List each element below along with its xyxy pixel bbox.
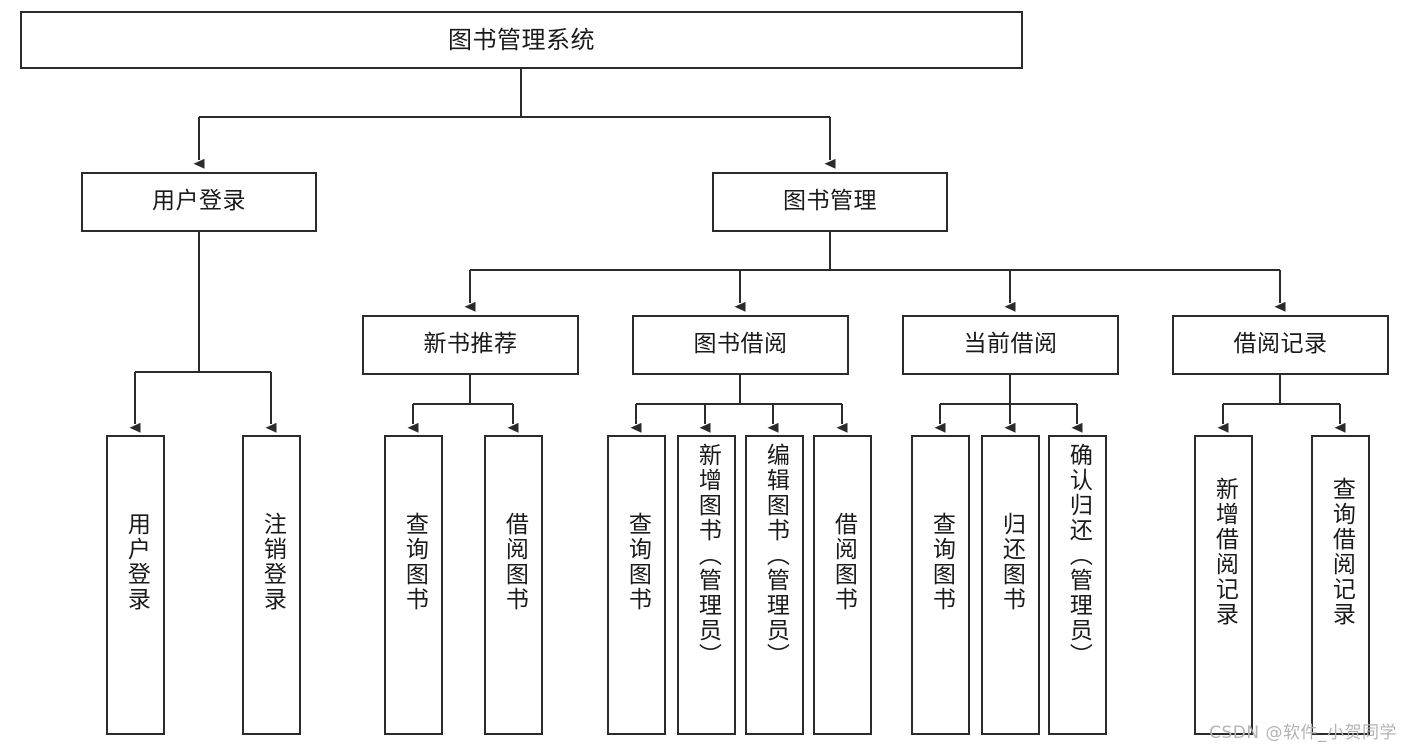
node-label: 图书管理系统 xyxy=(448,25,595,54)
node-label: 确认归还（管理员） xyxy=(1065,443,1092,668)
leaf-new-book-borrow-book[interactable]: 借阅图书 xyxy=(484,435,543,735)
leaf-current-borrow-confirm-return-admin[interactable]: 确认归还（管理员） xyxy=(1048,435,1107,735)
csdn-watermark: CSDN @软件_小贺同学 xyxy=(1209,723,1397,743)
node-label: 注销登录 xyxy=(259,512,286,612)
node-new-book-recommend[interactable]: 新书推荐 xyxy=(362,315,579,375)
node-label: 查询图书 xyxy=(624,512,651,612)
leaf-current-borrow-query-book[interactable]: 查询图书 xyxy=(911,435,970,735)
leaf-new-book-query-book[interactable]: 查询图书 xyxy=(384,435,443,735)
node-book-management[interactable]: 图书管理 xyxy=(712,172,948,232)
leaf-current-borrow-return-book[interactable]: 归还图书 xyxy=(981,435,1040,735)
leaf-book-borrow-borrow-book[interactable]: 借阅图书 xyxy=(813,435,872,735)
leaf-book-borrow-edit-book-admin[interactable]: 编辑图书（管理员） xyxy=(745,435,804,735)
node-label: 图书管理 xyxy=(783,188,877,215)
node-label: 归还图书 xyxy=(998,512,1025,612)
leaf-borrow-record-query-record[interactable]: 查询借阅记录 xyxy=(1311,435,1370,735)
node-label: 图书借阅 xyxy=(693,331,788,358)
node-label: 查询图书 xyxy=(928,512,955,612)
node-current-borrow[interactable]: 当前借阅 xyxy=(902,315,1119,375)
node-label: 编辑图书（管理员） xyxy=(762,443,789,668)
node-borrow-record[interactable]: 借阅记录 xyxy=(1172,315,1389,375)
node-label: 用户登录 xyxy=(123,512,150,612)
node-label: 新增借阅记录 xyxy=(1211,477,1238,627)
node-label: 借阅记录 xyxy=(1233,331,1328,358)
node-label: 用户登录 xyxy=(152,188,246,215)
node-book-borrow[interactable]: 图书借阅 xyxy=(632,315,849,375)
leaf-user-login-logout[interactable]: 注销登录 xyxy=(242,435,301,735)
node-label: 查询借阅记录 xyxy=(1328,477,1355,627)
node-label: 新书推荐 xyxy=(423,331,518,358)
node-user-login[interactable]: 用户登录 xyxy=(81,172,317,232)
node-label: 当前借阅 xyxy=(963,331,1058,358)
node-label: 借阅图书 xyxy=(830,512,857,612)
leaf-borrow-record-add-record[interactable]: 新增借阅记录 xyxy=(1194,435,1253,735)
node-label: 新增图书（管理员） xyxy=(694,443,721,668)
node-root-system[interactable]: 图书管理系统 xyxy=(20,11,1023,69)
leaf-book-borrow-add-book-admin[interactable]: 新增图书（管理员） xyxy=(677,435,736,735)
node-label: 查询图书 xyxy=(401,512,428,612)
leaf-book-borrow-query-book[interactable]: 查询图书 xyxy=(607,435,666,735)
leaf-user-login-login[interactable]: 用户登录 xyxy=(106,435,165,735)
node-label: 借阅图书 xyxy=(501,512,528,612)
